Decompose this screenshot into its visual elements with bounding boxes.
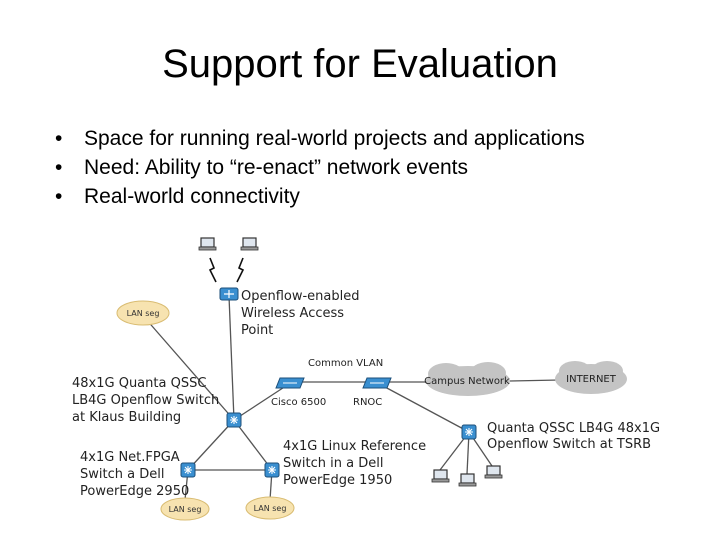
cisco-label: Cisco 6500 (271, 397, 326, 408)
bullet-list: • Space for running real-world projects a… (55, 124, 585, 211)
lan-seg-label: LAN seg (254, 504, 287, 513)
rnoc-label: RNOC (353, 397, 382, 408)
laptop-icon (431, 469, 450, 483)
wireless-signal-icon (208, 257, 217, 283)
lan-seg-label: LAN seg (127, 309, 160, 318)
laptop-icon (484, 465, 503, 479)
ap-label-line1: Openflow-enabled (241, 289, 360, 304)
netfpga-label-line3: PowerEdge 2950 (80, 484, 189, 499)
wireless-signal-icon (236, 257, 245, 283)
ap-label-line3: Point (241, 323, 273, 338)
bullet-marker: • (55, 185, 63, 208)
linux-label-line3: PowerEdge 1950 (283, 473, 392, 488)
linux-label-line2: Switch in a Dell (283, 456, 383, 471)
klaus-switch-icon (226, 412, 242, 428)
netfpga-label-line1: 4x1G Net.FPGA (80, 450, 180, 465)
campus-network-cloud: Campus Network (424, 362, 510, 396)
laptop-icon (458, 473, 477, 487)
netfpga-label-line2: Switch a Dell (80, 467, 164, 482)
linux-switch-icon (264, 462, 280, 478)
tsrb-label-line1: Quanta QSSC LB4G 48x1G (487, 421, 660, 436)
bullet-marker: • (55, 127, 63, 150)
klaus-label-line1: 48x1G Quanta QSSC (72, 376, 206, 391)
network-links (144, 295, 561, 501)
bullet-item: • Need: Ability to “re-enact” network eve… (55, 153, 585, 182)
lan-segment-cloud: LAN seg (160, 497, 210, 521)
linux-label-line1: 4x1G Linux Reference (283, 439, 426, 454)
netfpga-switch-icon (180, 462, 196, 478)
bullet-item: • Real-world connectivity (55, 182, 585, 211)
klaus-label-line3: at Klaus Building (72, 410, 181, 425)
klaus-label-line2: LB4G Openflow Switch (72, 393, 219, 408)
tsrb-label-line2: Openflow Switch at TSRB (487, 437, 651, 452)
router-icon (362, 377, 392, 389)
laptop-icon (198, 237, 217, 251)
campus-network-label: Campus Network (424, 376, 510, 387)
ap-label-line2: Wireless Access (241, 306, 344, 321)
lan-seg-label: LAN seg (169, 505, 202, 514)
internet-cloud: INTERNET (555, 361, 627, 394)
lan-segment-cloud: LAN seg (245, 496, 295, 520)
laptop-icon (240, 237, 259, 251)
bullet-text: Real-world connectivity (84, 185, 300, 208)
router-icon (275, 377, 305, 389)
bullet-text: Need: Ability to “re-enact” network even… (84, 156, 469, 179)
tsrb-switch-icon (461, 424, 477, 440)
lan-segment-cloud: LAN seg (116, 300, 170, 326)
bullet-marker: • (55, 156, 63, 179)
access-point-icon (219, 287, 239, 301)
bullet-text: Space for running real-world projects an… (84, 127, 585, 150)
bullet-item: • Space for running real-world projects a… (55, 124, 585, 153)
common-vlan-label: Common VLAN (308, 358, 383, 369)
slide-title: Support for Evaluation (162, 42, 558, 86)
internet-label: INTERNET (566, 374, 617, 385)
